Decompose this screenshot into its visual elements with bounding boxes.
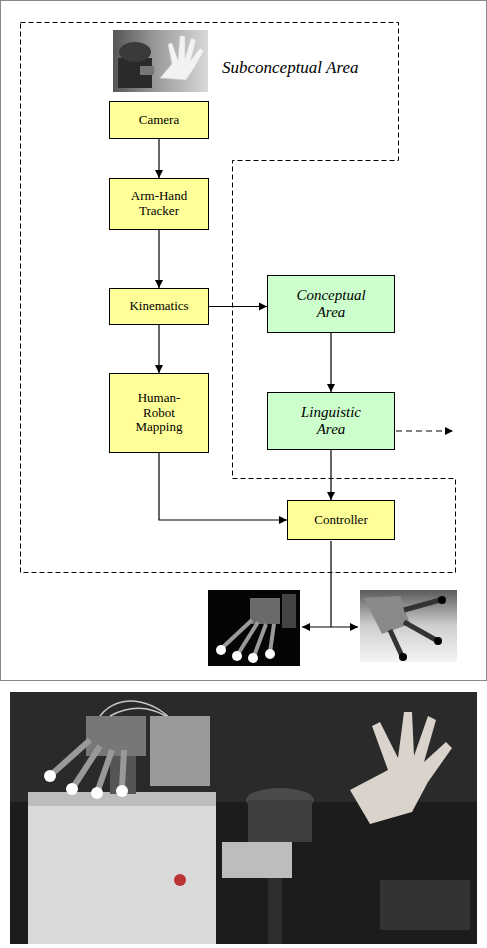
setup-photo	[10, 692, 477, 944]
process-box: Camera	[109, 101, 209, 139]
box-label: Human-Robot Mapping	[128, 391, 190, 436]
arrow-connector	[158, 325, 159, 373]
robot-finger	[390, 630, 402, 656]
output-arrow	[396, 430, 453, 431]
arrow-connector	[330, 450, 331, 500]
fingertip	[116, 785, 128, 797]
amplifier-box	[150, 716, 210, 786]
robot-finger	[404, 622, 436, 640]
box-label: Kinematics	[129, 299, 188, 314]
area-label: Subconceptual Area	[222, 58, 358, 78]
photo-ground	[10, 692, 477, 944]
image-ground	[208, 590, 300, 666]
robot-palm	[250, 598, 280, 624]
robot-palm	[364, 596, 410, 634]
controller-wire	[330, 541, 331, 627]
dashed-outline	[21, 23, 456, 573]
robot-finger	[270, 624, 274, 652]
robot-finger	[122, 750, 124, 788]
robot-finger	[98, 750, 112, 790]
fingertip	[216, 645, 226, 655]
camera-head	[119, 42, 151, 62]
box-label: Arm-Hand Tracker	[123, 189, 195, 219]
box-label: Linguistic Area	[285, 404, 377, 439]
fingertip	[399, 653, 407, 661]
arrow-connector	[158, 139, 159, 178]
fingertip	[44, 770, 56, 782]
human-hand	[350, 712, 452, 824]
robot-finger	[74, 746, 100, 786]
fingertip	[232, 651, 242, 661]
stop-button	[174, 874, 186, 886]
arrow-connector	[159, 453, 287, 520]
simulated-robot-image	[360, 590, 457, 662]
robot-finger	[404, 600, 440, 610]
robot-finger	[254, 624, 266, 656]
robot-link	[302, 626, 358, 627]
area-box: Linguistic Area	[267, 392, 395, 450]
arrow-connector	[158, 230, 159, 288]
arrow-connector	[330, 333, 331, 392]
process-box: Human-Robot Mapping	[109, 373, 209, 453]
fingertip	[91, 787, 103, 799]
fingertip	[265, 649, 275, 659]
real-robot-image	[208, 590, 300, 666]
robot-arm	[282, 594, 296, 628]
image-ground	[360, 590, 457, 662]
camera-lens	[140, 66, 154, 75]
tripod	[268, 878, 282, 944]
camera-unit	[222, 842, 292, 878]
box-label: Conceptual Area	[285, 287, 377, 322]
human-hand	[160, 36, 204, 80]
camera-hand-photo	[113, 30, 208, 92]
fingertip	[66, 783, 78, 795]
fingertip	[248, 653, 258, 663]
camera-body	[248, 800, 312, 842]
fingertip	[434, 637, 442, 645]
process-box: Controller	[287, 500, 395, 540]
process-box: Arm-Hand Tracker	[109, 178, 209, 230]
arrow-connector	[209, 306, 267, 307]
equipment	[380, 880, 470, 930]
box-label: Camera	[139, 113, 179, 128]
fingertip	[438, 596, 446, 604]
photo-ground	[113, 30, 208, 92]
controller-cabinet	[28, 792, 216, 944]
process-box: Kinematics	[109, 288, 209, 325]
box-label: Controller	[314, 513, 367, 528]
robot-finger	[222, 620, 252, 648]
area-box: Conceptual Area	[267, 275, 395, 333]
figure-frame	[1, 1, 487, 681]
